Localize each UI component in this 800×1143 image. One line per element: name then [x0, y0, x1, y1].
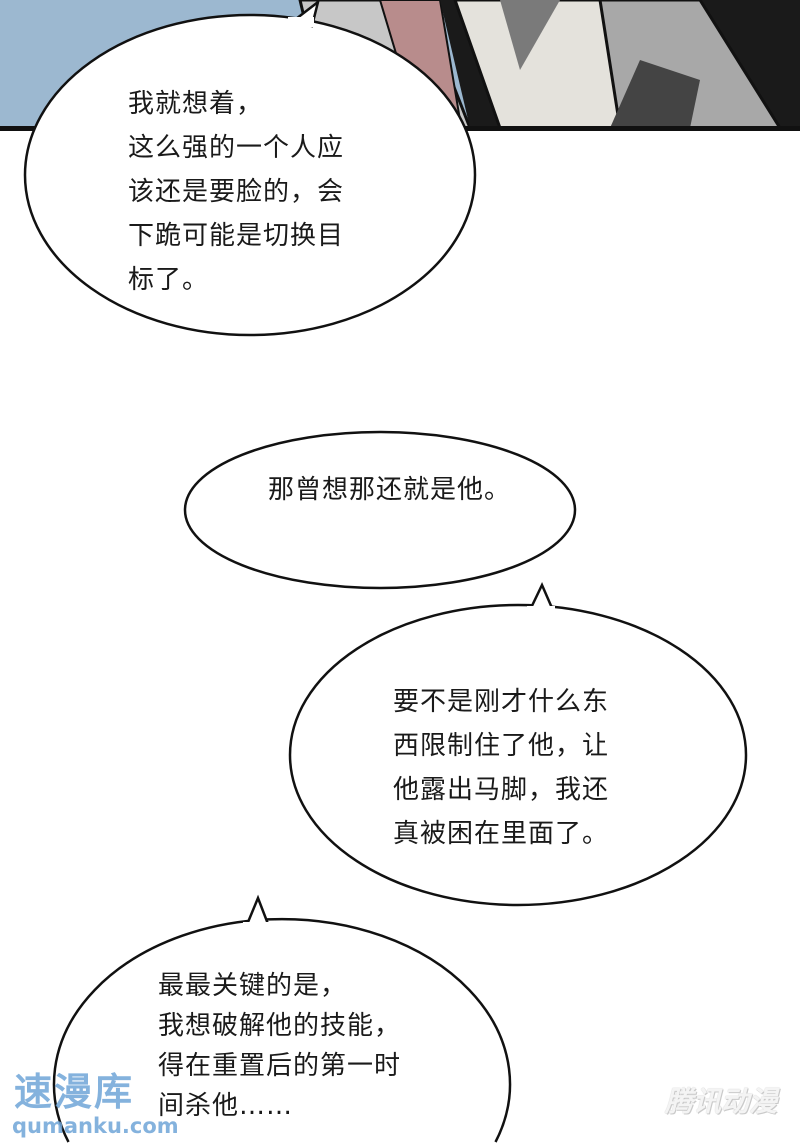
watermark-site-name: 速漫库 [14, 1070, 135, 1114]
coat-shadow [500, 0, 560, 70]
speech-bubble-2 [183, 430, 577, 590]
bubble-2-text: 那曾想那还就是他。 [268, 475, 512, 505]
watermark-site-url: qumanku.com [12, 1114, 179, 1138]
bubble-1-text: 我就想着， 这么强的一个人应 该还是要脸的，会 下跪可能是切换目 标了。 [128, 89, 345, 295]
bubble-3-text: 要不是刚才什么东 西限制住了他，让 他露出马脚，我还 真被困在里面了。 [393, 687, 610, 849]
bubble-4-text: 最最关键的是， 我想破解他的技能， 得在重置后的第一时 间杀他…… [158, 971, 402, 1121]
watermark-publisher: 腾讯动漫 [665, 1085, 778, 1118]
speech-bubble-3 [288, 581, 748, 907]
speech-bubble-4 [52, 894, 512, 1143]
speech-bubble-1 [23, 0, 477, 337]
arm-shadow [610, 60, 700, 128]
